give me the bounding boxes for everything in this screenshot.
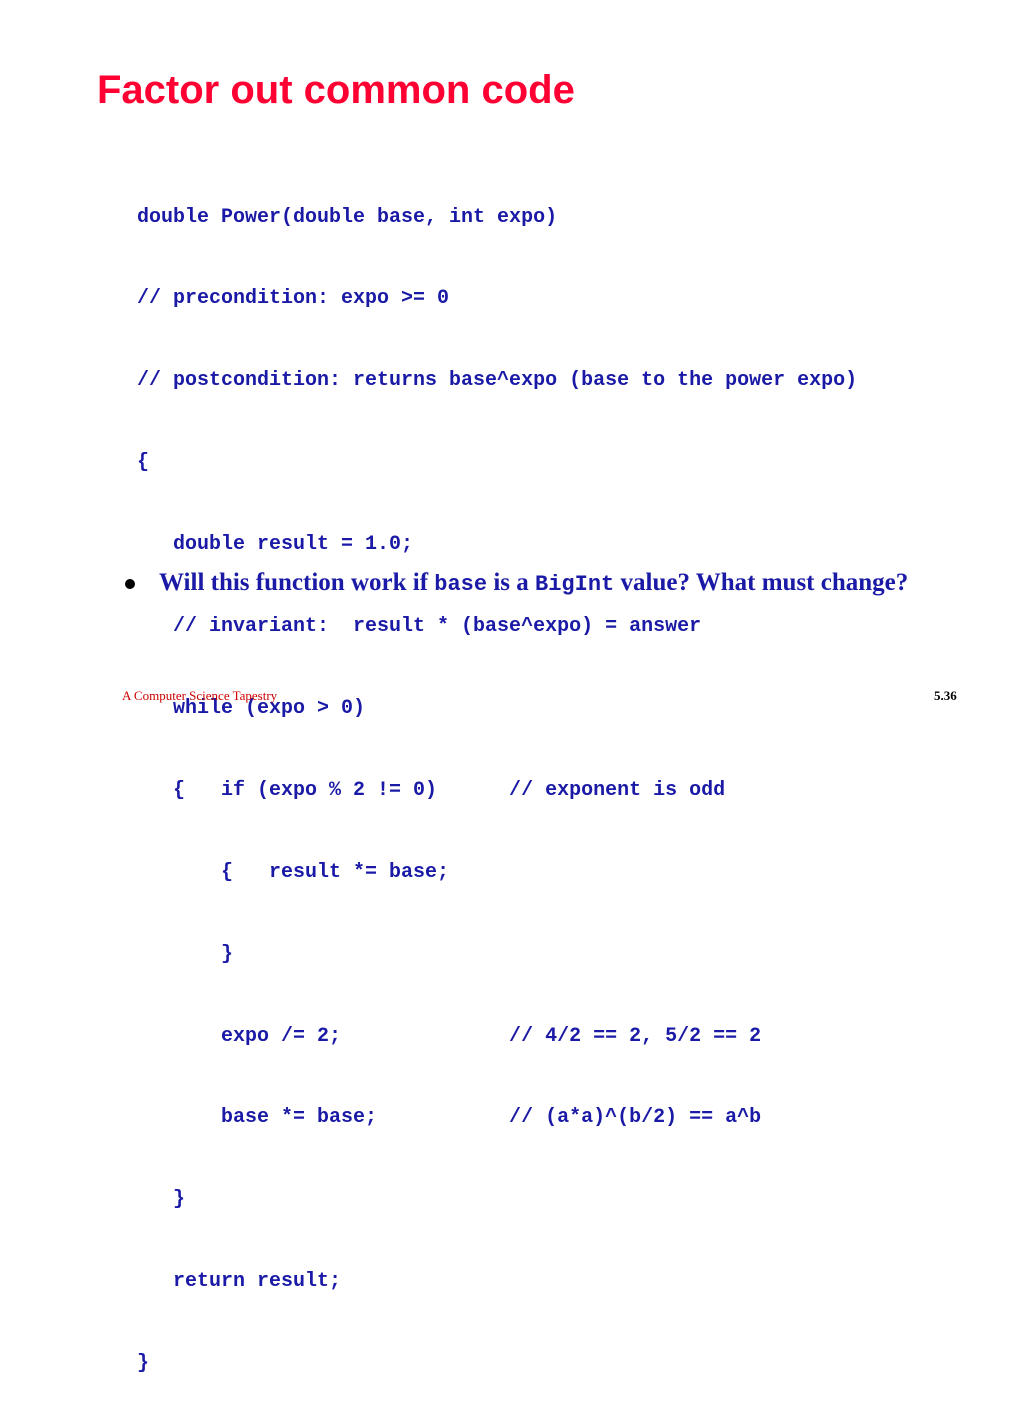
bullet-code-base: base [434,572,488,597]
code-line: expo /= 2; // 4/2 == 2, 5/2 == 2 [137,1024,762,1048]
code-line: { [137,451,150,475]
code-line: return result; [137,1270,342,1294]
code-line: base *= base; // (a*a)^(b/2) == a^b [137,1106,762,1130]
code-line: // precondition: expo >= 0 [137,287,450,311]
code-line: } [137,942,234,966]
bullet-dot-icon [125,579,135,589]
bullet-text-part: value? What must change? [614,569,909,596]
bullet-item: Will this function work if base is a Big… [122,566,982,602]
code-line: { result *= base; [137,860,450,884]
code-line: } [137,1188,186,1212]
code-block: double Power(double base, int expo) // p… [137,149,857,1405]
slide-number: 5.36 [934,688,957,703]
code-line: double Power(double base, int expo) [137,205,558,229]
bullet-text: Will this function work if base is a Big… [159,566,982,602]
code-line: while (expo > 0) [137,696,366,720]
code-line: // invariant: result * (base^expo) = ans… [137,615,702,639]
code-line: double result = 1.0; [137,533,414,557]
bullet-text-part: is a [487,569,536,596]
bullet-code-bigint: BigInt [535,572,615,597]
code-line: } [137,1352,150,1376]
footer-course-title: A Computer Science Tapestry [122,688,278,703]
slide-title: Factor out common code [97,68,575,112]
code-line: { if (expo % 2 != 0) // exponent is odd [137,778,726,802]
bullet-text-part: Will this function work if [159,569,435,596]
code-line: // postcondition: returns base^expo (bas… [137,369,858,393]
